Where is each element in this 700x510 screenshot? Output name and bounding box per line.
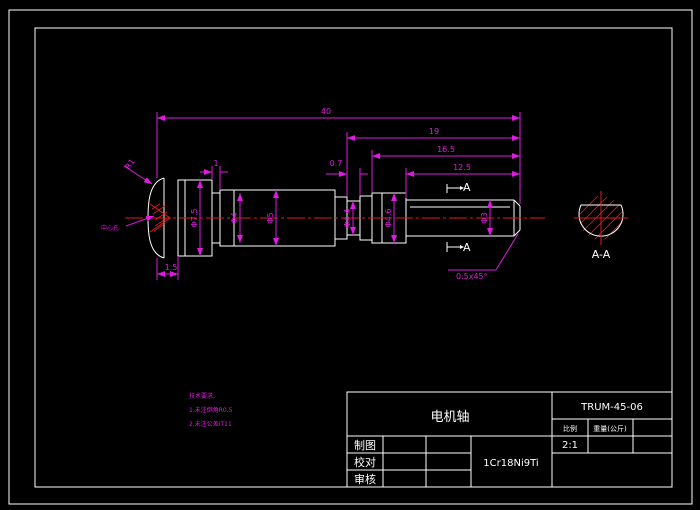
section-marker-top: A <box>463 181 471 194</box>
dim-chamfer: 0.5x45° <box>456 272 488 281</box>
dim-1: 1 <box>213 159 218 168</box>
dim-dia-4-4: Φ4.4 <box>343 208 352 227</box>
notes-line-1: 1.未注倒角R0.5 <box>189 406 233 414</box>
dim-dia-4-6: Φ4.6 <box>384 208 393 227</box>
dim-16-5: 16.5 <box>437 145 455 154</box>
dim-dia-5: Φ5 <box>266 212 275 223</box>
dim-total-length: 40 <box>321 107 331 116</box>
center-hole-label: 中心孔 <box>101 224 119 232</box>
drawing-number: TRUM-45-06 <box>580 402 643 413</box>
notes-title: 技术要求: <box>189 392 215 400</box>
dim-radius: R1 <box>123 157 136 171</box>
weight-label: 重量(公斤) <box>593 424 627 433</box>
material: 1Cr18Ni9Ti <box>483 458 538 469</box>
dim-dia-7-5: Φ7.5 <box>190 208 199 227</box>
notes-line-2: 2.未注公差IT11 <box>189 420 232 428</box>
dim-1-5: 1.5 <box>165 263 178 272</box>
title-block <box>346 391 673 488</box>
checked-label: 校对 <box>354 455 376 469</box>
scale-label: 比例 <box>563 424 577 433</box>
part-name: 电机轴 <box>430 410 469 425</box>
inner-border <box>34 27 673 488</box>
dim-19: 19 <box>429 127 439 136</box>
section-view-aa <box>574 191 628 245</box>
section-cut-markers <box>446 184 464 252</box>
approved-label: 审核 <box>354 472 376 486</box>
drawn-label: 制图 <box>354 439 376 452</box>
outer-border <box>8 9 693 505</box>
scale-value: 2:1 <box>562 440 578 451</box>
dim-0-7: 0.7 <box>330 159 343 168</box>
section-marker-bottom: A <box>463 241 471 254</box>
dim-dia-3: Φ3 <box>480 212 489 223</box>
dimension-lines <box>123 112 521 280</box>
dim-dia-4: Φ4 <box>230 212 239 223</box>
dim-12-5: 12.5 <box>453 163 471 172</box>
section-view-label: A-A <box>592 248 611 261</box>
